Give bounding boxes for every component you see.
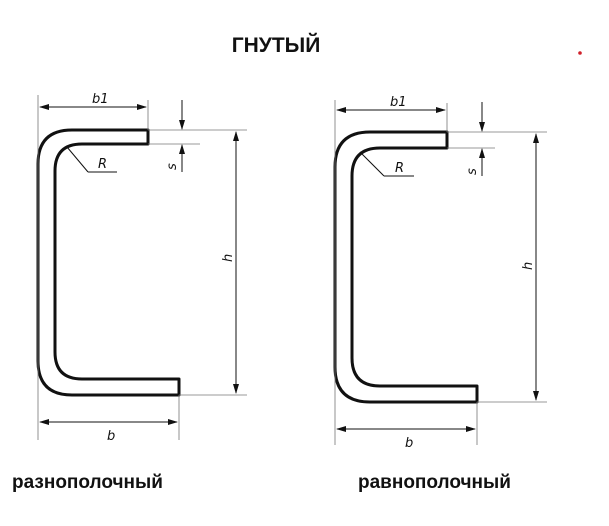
channel-profile xyxy=(333,130,479,404)
label-b: b xyxy=(405,436,413,451)
channel-profile xyxy=(36,128,181,397)
label-b1: b1 xyxy=(92,92,109,107)
label-s: s xyxy=(165,163,180,170)
figure-equal-channel: b1 b R h s xyxy=(333,95,547,451)
page-title: ГНУТЫЙ xyxy=(231,34,321,57)
label-h: h xyxy=(521,262,536,270)
label-b1: b1 xyxy=(390,95,407,110)
label-b: b xyxy=(107,429,115,444)
figure-unequal-channel: b1 b R h s xyxy=(36,92,247,444)
caption-unequal: разнополочный xyxy=(12,472,163,493)
label-R: R xyxy=(98,157,107,172)
red-dot xyxy=(578,51,582,55)
label-R: R xyxy=(395,161,404,176)
label-s: s xyxy=(465,168,480,175)
caption-equal: равнополочный xyxy=(358,472,511,493)
label-h: h xyxy=(221,254,236,262)
